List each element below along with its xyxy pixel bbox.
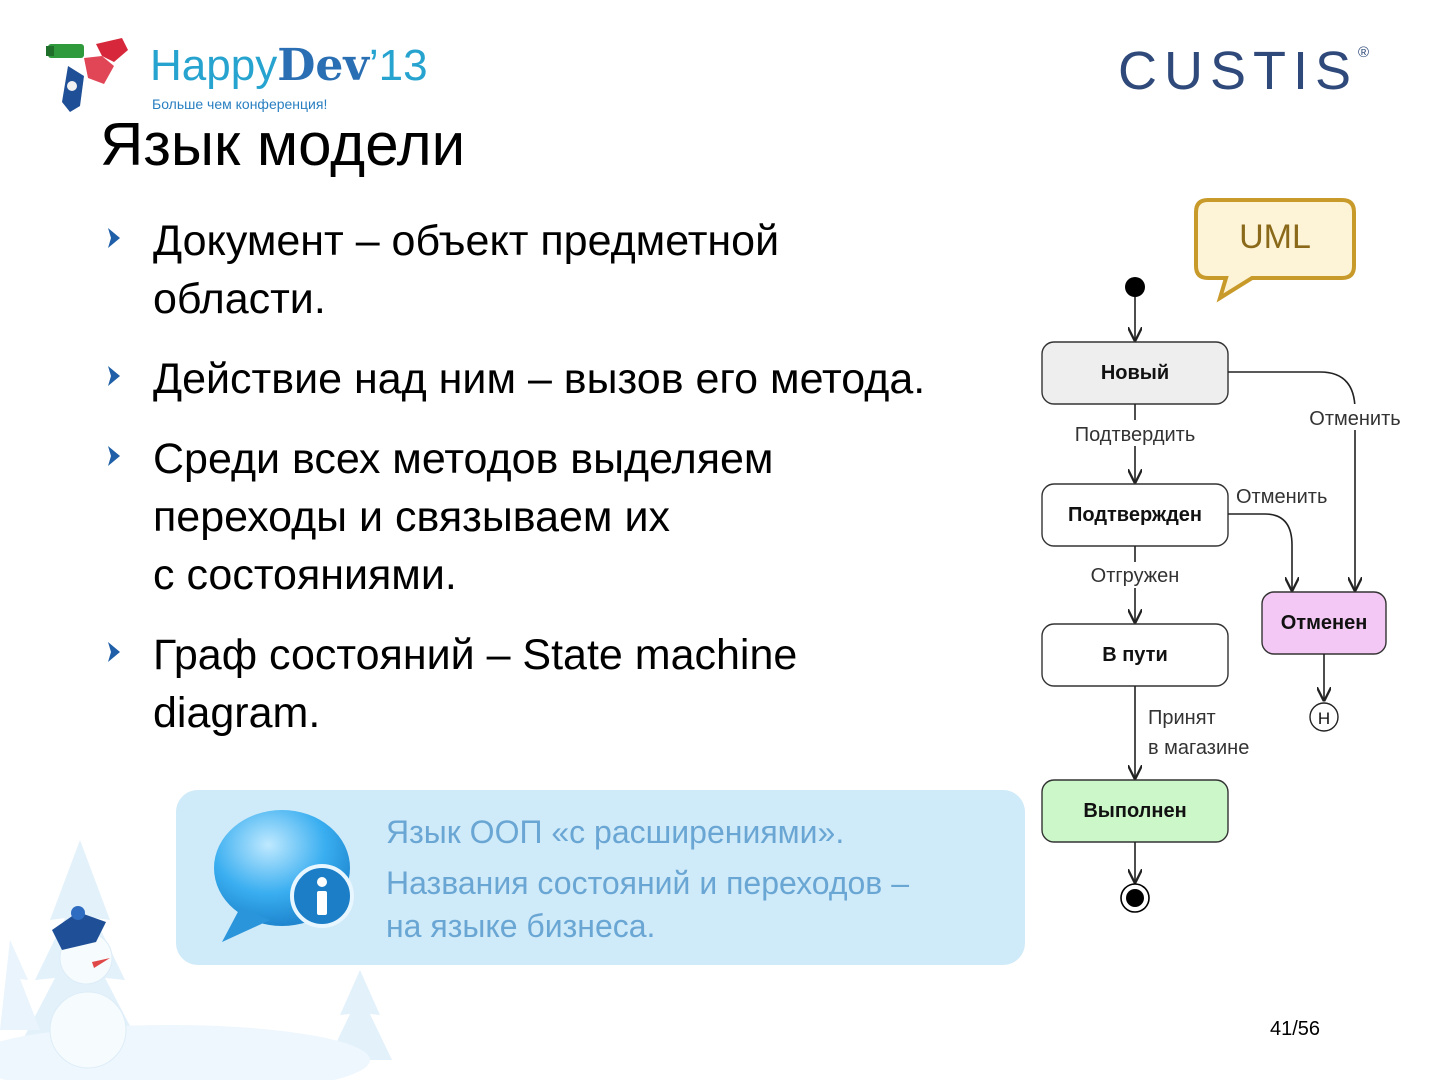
svg-text:Отменен: Отменен — [1281, 612, 1368, 634]
happydev-tagline: Больше чем конференция! — [152, 96, 328, 112]
initial-state — [1125, 277, 1145, 297]
final-state — [1120, 883, 1150, 913]
state-cancelled: Отменен — [1261, 591, 1387, 655]
state-new: Новый — [1041, 341, 1229, 405]
bullet-line: diagram. — [153, 689, 321, 737]
svg-text:Подтвержден: Подтвержден — [1068, 504, 1202, 526]
uml-label: UML — [1239, 218, 1311, 256]
bullet-line: с состояниями. — [153, 551, 457, 599]
transition-confirm: Подтвердить — [1075, 424, 1196, 446]
winter-decoration — [0, 840, 392, 1080]
bullet-line: области. — [153, 275, 326, 323]
page-number: 41/56 — [1270, 1018, 1321, 1040]
bullet-line: Действие над ним – вызов его метода. — [153, 355, 926, 403]
info-bubble-icon — [214, 810, 354, 942]
bullet-item: Граф состояний – State machine diagram. — [100, 626, 1040, 742]
svg-text:В пути: В пути — [1102, 644, 1168, 666]
info-line-3: на языке бизнеса. — [386, 908, 656, 944]
transition-cancel-from-new: Отменить — [1309, 408, 1400, 430]
bullet-item: Действие над ним – вызов его метода. — [100, 350, 1040, 408]
bullet-arrow-icon — [108, 366, 120, 386]
info-line-1: Язык ООП «с расширениями». — [386, 814, 845, 850]
bullet-line: Среди всех методов выделяем — [153, 435, 774, 483]
bullet-list: Документ – объект предметной области. Де… — [100, 212, 1040, 764]
bullet-item: Среди всех методов выделяем переходы и с… — [100, 430, 1040, 604]
bullet-arrow-icon — [108, 446, 120, 466]
bullet-line: Документ – объект предметной — [153, 217, 780, 265]
happydev-mascot-icon — [46, 38, 128, 112]
happydev-logo: HappyDev’13 Больше чем конференция! — [44, 36, 464, 116]
transition-received-2: в магазине — [1148, 737, 1249, 759]
bullet-arrow-icon — [108, 228, 120, 248]
bullet-item: Документ – объект предметной области. — [100, 212, 1040, 328]
svg-text:Выполнен: Выполнен — [1083, 800, 1186, 822]
bullet-arrow-icon — [108, 642, 120, 662]
transition-received-1: Принят — [1148, 707, 1216, 729]
svg-text:Новый: Новый — [1101, 362, 1169, 384]
custis-logo: CUSTIS® — [1118, 41, 1370, 101]
transition-cancel-from-confirmed: Отменить — [1236, 486, 1327, 508]
state-confirmed: Подтвержден — [1041, 483, 1229, 547]
svg-text:H: H — [1318, 709, 1330, 728]
state-done: Выполнен — [1041, 779, 1229, 843]
transition-shipped: Отгружен — [1091, 565, 1180, 587]
history-state: H — [1309, 702, 1339, 732]
info-line-2: Названия состояний и переходов – — [386, 865, 909, 901]
slide-title: Язык модели — [100, 111, 466, 178]
bullet-line: Граф состояний – State machine — [153, 631, 798, 679]
happydev-wordmark: HappyDev’13 — [150, 40, 428, 91]
state-in-transit: В пути — [1041, 623, 1229, 687]
bullet-line: переходы и связываем их — [153, 493, 670, 541]
uml-callout — [1194, 198, 1356, 303]
state-machine-diagram: Новый Подтвердить Подтвержден Отгружен В… — [1041, 277, 1412, 913]
